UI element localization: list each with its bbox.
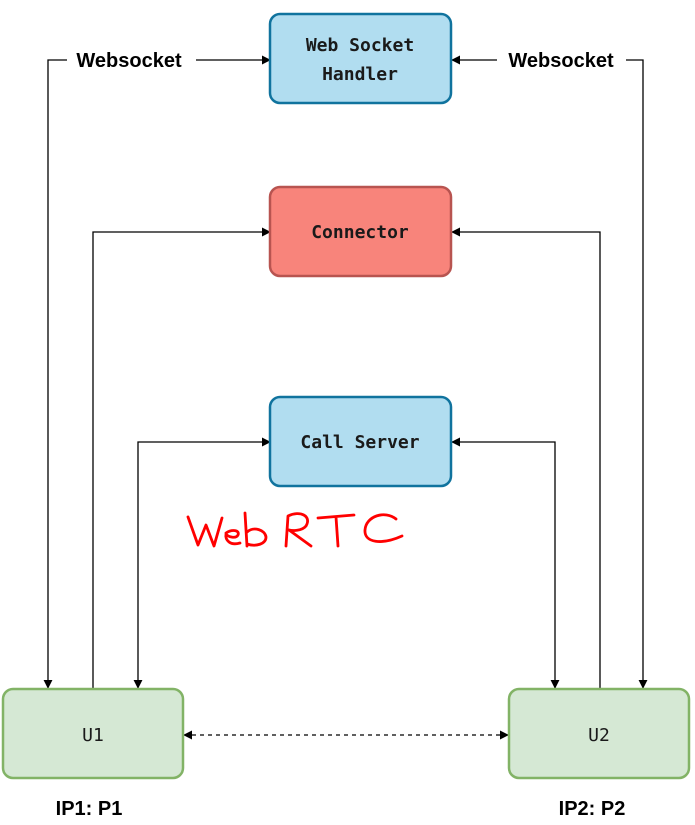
u2-ip-label: IP2: P2	[559, 798, 626, 820]
u2-callserver-edge	[451, 437, 560, 689]
u1-ip-label: IP1: P1	[56, 798, 123, 820]
websocket-label-left: Websocket	[76, 50, 182, 72]
web-socket-handler-label-line1: Web Socket	[306, 35, 414, 56]
call-server-label: Call Server	[300, 432, 419, 453]
user-u2-label: U2	[588, 725, 610, 746]
websocket-edge-left	[43, 59, 67, 689]
user-u1-box	[1, 687, 185, 780]
websocket-label-right: Websocket	[508, 50, 614, 72]
user-u1-node[interactable]: U1	[1, 687, 185, 780]
u1-callserver-edge	[133, 437, 271, 689]
u2-connector-edge	[451, 227, 601, 688]
user-u2-box	[507, 687, 691, 780]
connector-node[interactable]: Connector	[268, 185, 453, 278]
web-socket-handler-label-line2: Handler	[322, 64, 398, 85]
web-socket-handler-box	[268, 12, 453, 105]
call-server-node[interactable]: Call Server	[268, 395, 453, 488]
handwritten-webrtc-annotation	[186, 511, 404, 548]
connector-label: Connector	[311, 222, 409, 243]
websocket-edge-right	[626, 59, 648, 689]
connector-box	[268, 185, 453, 278]
user-u2-node[interactable]: U2	[507, 687, 691, 780]
call-server-box	[268, 395, 453, 488]
user-u1-label: U1	[82, 725, 104, 746]
u1-connector-edge	[92, 227, 271, 688]
web-socket-handler-node[interactable]: Web Socket Handler	[268, 12, 453, 105]
